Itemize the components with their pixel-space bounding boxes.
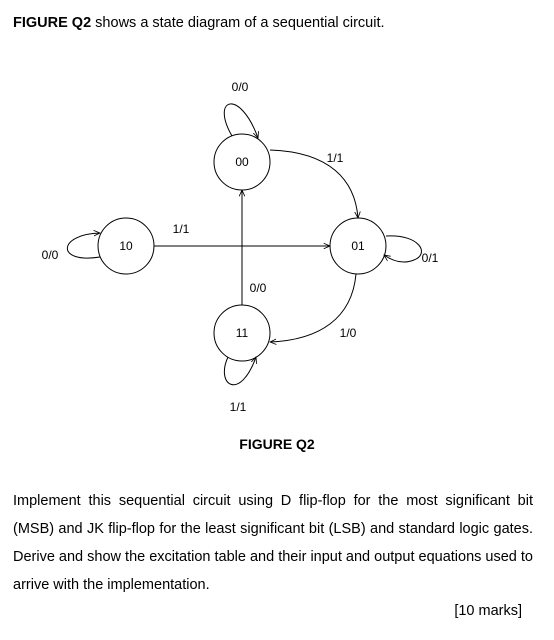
figure-caption: FIGURE Q2 — [239, 436, 315, 452]
state-00: 00 — [213, 133, 271, 191]
state-00-label: 00 — [235, 155, 249, 169]
edge-11-11 — [223, 357, 256, 386]
state-11-label: 11 — [236, 326, 249, 340]
label-11-00: 0/0 — [250, 281, 267, 295]
state-10-label: 10 — [119, 239, 133, 253]
question-text: Implement this sequential circuit using … — [13, 493, 533, 593]
label-00-01: 1/1 — [327, 151, 344, 165]
label-10-10: 0/0 — [42, 248, 59, 262]
state-01-label: 01 — [351, 239, 365, 253]
intro-sentence: FIGURE Q2 shows a state diagram of a seq… — [13, 15, 385, 31]
edge-00-01 — [269, 149, 358, 218]
edge-00-00 — [223, 103, 258, 138]
edge-10-10 — [67, 233, 100, 259]
state-diagram: 00 01 10 11 0/0 1/1 0/1 1/0 0/0 1/1 0/0 … — [42, 80, 439, 414]
intro-text: shows a state diagram of a sequential ci… — [91, 15, 385, 31]
figure-reference: FIGURE Q2 — [13, 15, 92, 31]
state-01: 01 — [329, 217, 387, 275]
label-00-00: 0/0 — [232, 80, 249, 94]
marks-label: [10 marks] — [454, 603, 522, 619]
label-01-11: 1/0 — [340, 326, 357, 340]
edge-01-11 — [270, 273, 357, 342]
label-10-01: 1/1 — [173, 222, 190, 236]
edge-01-01 — [384, 235, 422, 263]
state-11: 11 — [213, 304, 271, 362]
label-01-01: 0/1 — [422, 251, 439, 265]
label-11-11: 1/1 — [230, 400, 247, 414]
state-10: 10 — [97, 217, 155, 275]
